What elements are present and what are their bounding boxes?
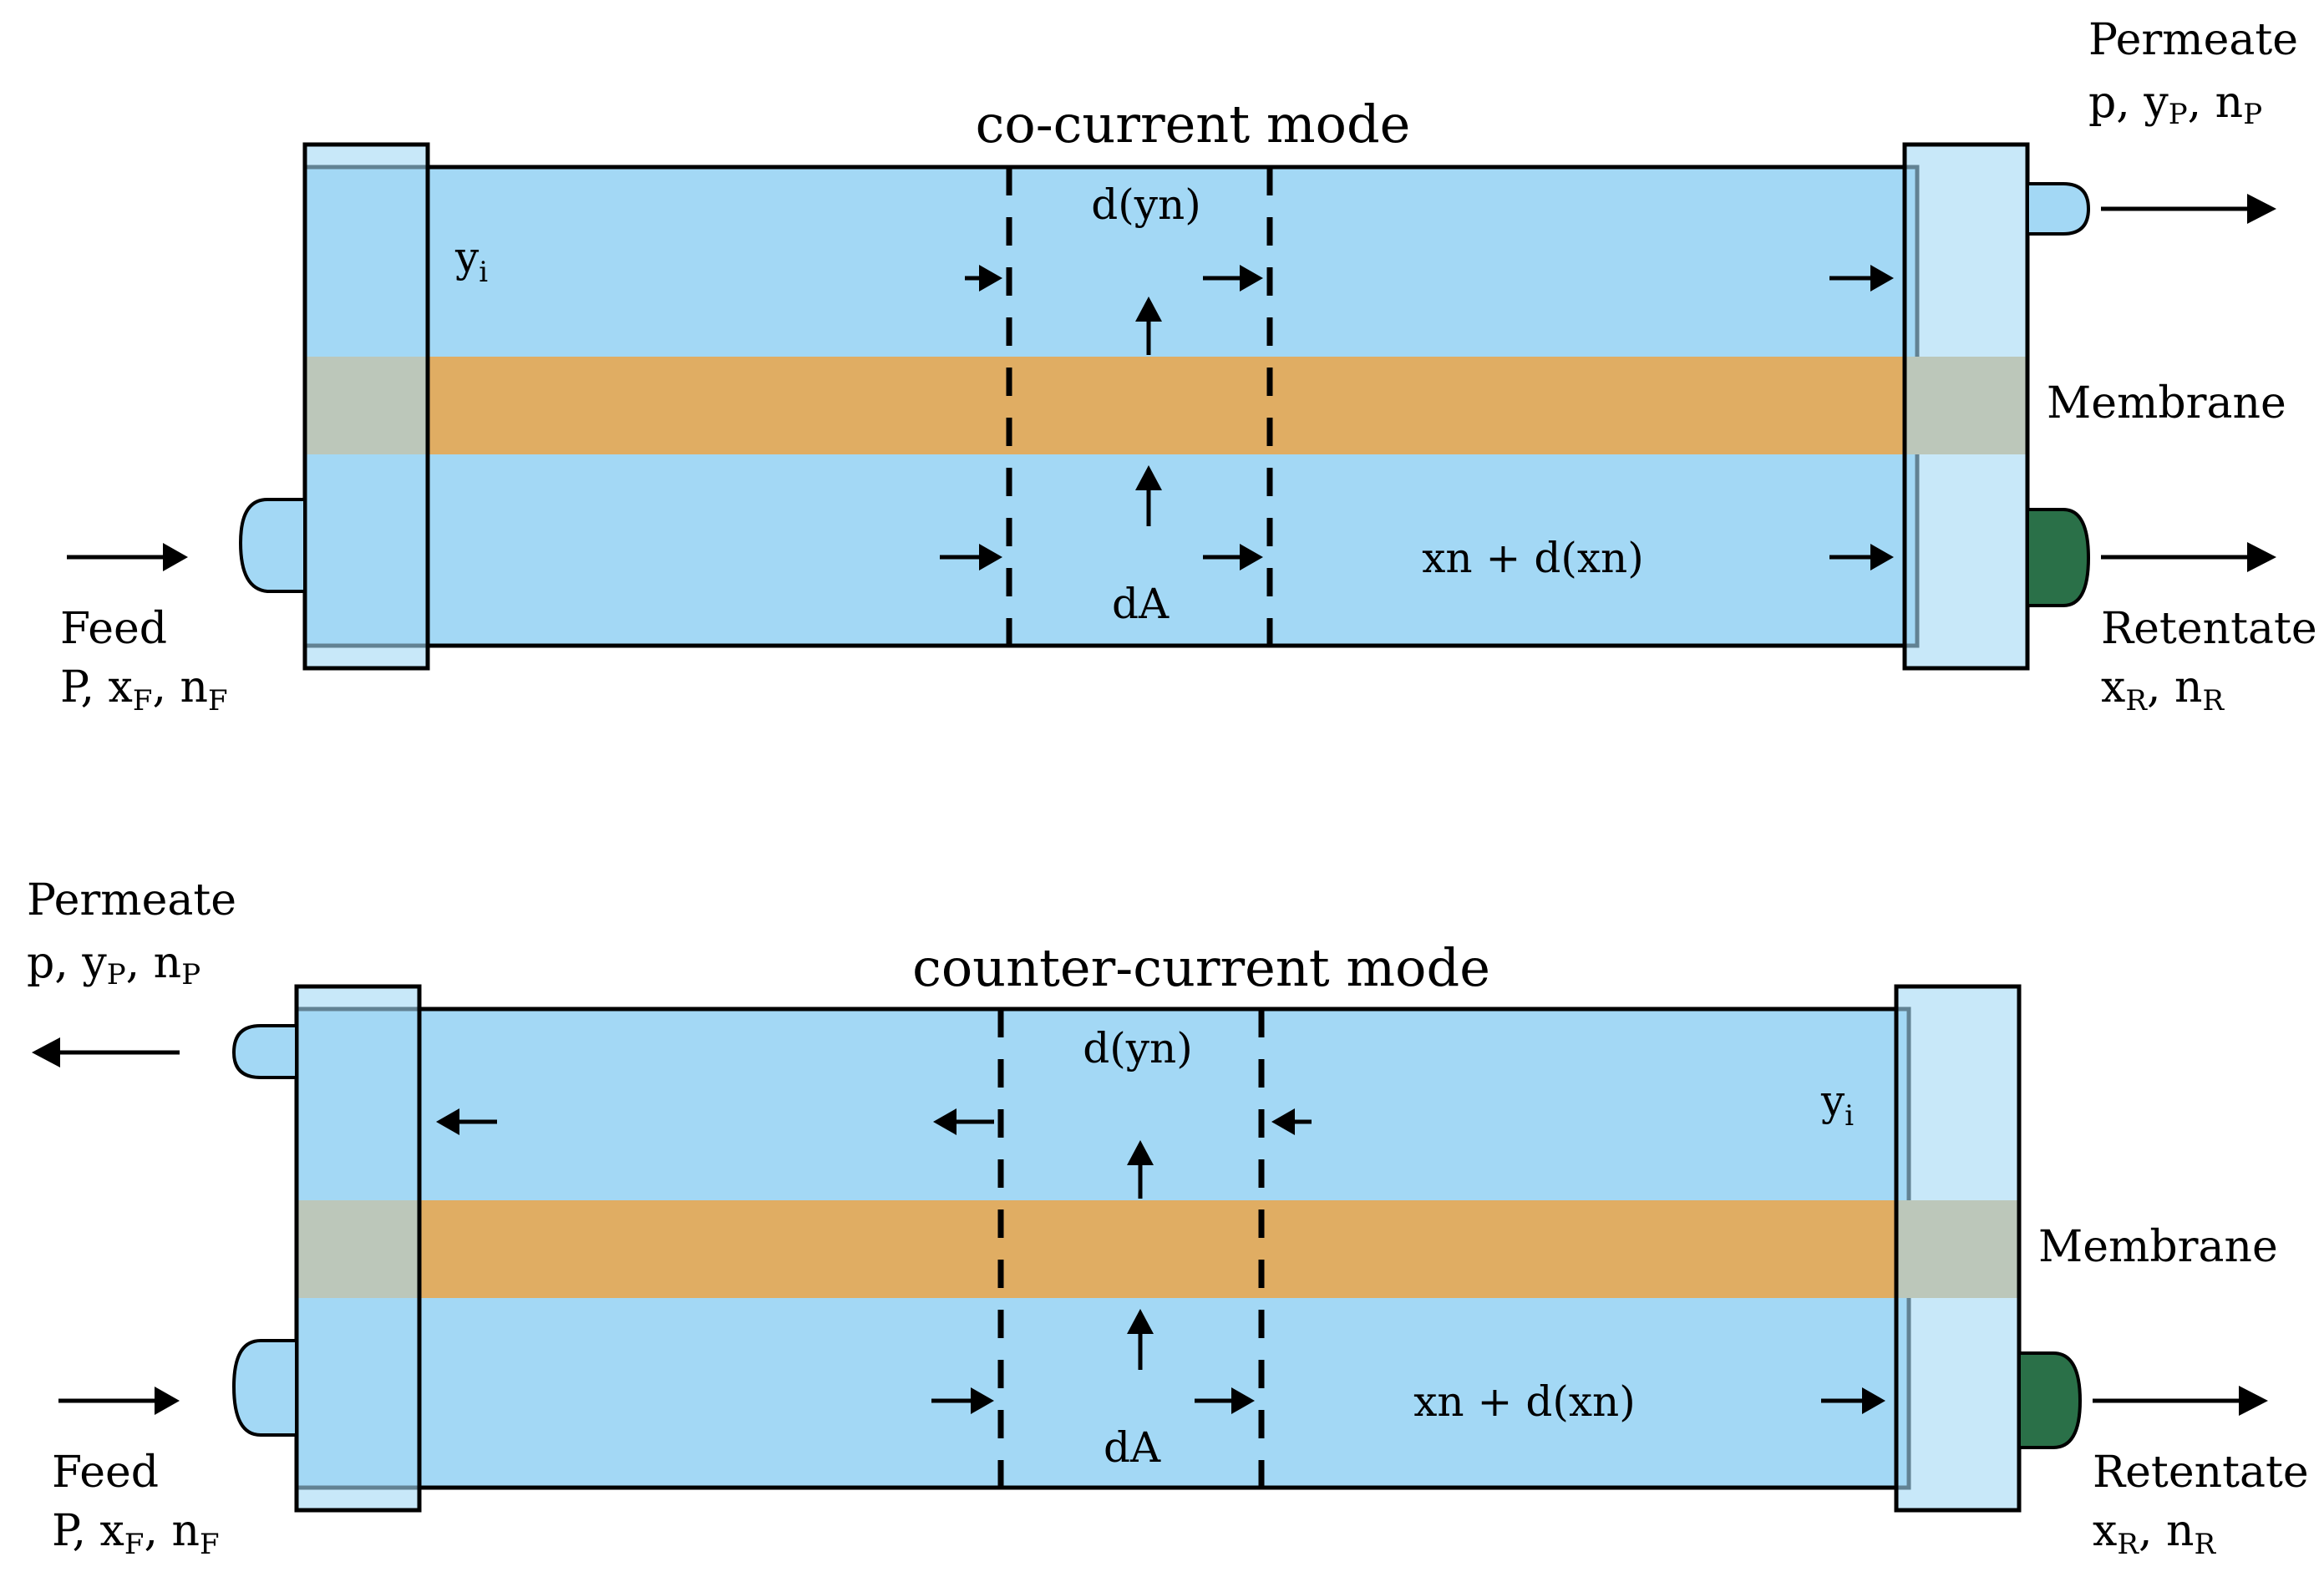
- cc-flux-head-up-top: [1127, 1140, 1154, 1165]
- co-feed-flow-head-2: [1240, 544, 1263, 570]
- cc-permeate-out-arrowhead: [32, 1037, 60, 1067]
- co-right-endcap: [1902, 142, 2030, 671]
- co-retentate-label: Retentate: [2101, 604, 2317, 654]
- co-feed-port: [238, 498, 307, 593]
- co-permeate-vars: p, yP, nP: [2088, 78, 2262, 131]
- cc-feed-label: Feed: [52, 1448, 159, 1498]
- cc-retentate-label: Retentate: [2093, 1448, 2309, 1498]
- co-permeate-label: Permeate: [2088, 15, 2298, 65]
- co-left-endcap: [302, 142, 430, 671]
- cc-xn-label: xn + d(xn): [1413, 1377, 1636, 1426]
- co-xn-label: xn + d(xn): [1422, 534, 1644, 582]
- cc-perm-flow-head-3: [1271, 1108, 1295, 1135]
- co-membrane-label: Membrane: [2047, 378, 2286, 428]
- cc-permeate-label: Permeate: [27, 875, 236, 925]
- cc-right-endcap: [1894, 984, 2022, 1513]
- cc-feed-port: [231, 1339, 298, 1437]
- co-feed-vars: P, xF, nF: [60, 662, 228, 718]
- co-arrows: [67, 194, 2276, 572]
- co-perm-flow-head-2: [1240, 265, 1263, 292]
- co-feed-arrowhead: [163, 543, 188, 571]
- cc-flux-head-up-bottom: [1127, 1309, 1154, 1334]
- cc-retentate-vars: xR, nR: [2093, 1506, 2217, 1561]
- cc-feed-vars: P, xF, nF: [52, 1506, 220, 1561]
- cc-permeate-vars: p, yP, nP: [27, 938, 200, 991]
- cc-perm-flow-head-1: [436, 1108, 459, 1135]
- co-dA-label: dA: [1112, 580, 1170, 628]
- co-feed-label: Feed: [60, 604, 167, 654]
- cc-membrane-label: Membrane: [2038, 1222, 2278, 1272]
- cc-arrows: [32, 1037, 2268, 1416]
- co-perm-flow-head-1: [979, 265, 1002, 292]
- cc-perm-flow-head-2: [933, 1108, 956, 1135]
- co-flux-head-up-bottom: [1135, 465, 1162, 490]
- co-retentate-port: [2026, 508, 2091, 607]
- cc-feed-flow-head-1: [971, 1387, 994, 1414]
- co-retentate-out-arrowhead: [2247, 542, 2276, 572]
- cc-title: counter-current mode: [912, 937, 1490, 998]
- co-membrane: [305, 357, 2026, 454]
- co-permeate-out-arrowhead: [2247, 194, 2276, 224]
- co-dyn-label: d(yn): [1091, 180, 1200, 229]
- co-feed-flow-head-3: [1870, 544, 1894, 570]
- co-yi-label: yi: [454, 233, 488, 289]
- cc-retentate-out-arrowhead: [2239, 1386, 2268, 1416]
- cc-retentate-port: [2017, 1351, 2083, 1449]
- cc-membrane: [297, 1200, 2017, 1298]
- cc-yi-label: yi: [1820, 1077, 1854, 1133]
- co-current-module: co-current mode Permeate p, yP, nP yi d(…: [60, 15, 2317, 718]
- co-feed-flow-head-1: [979, 544, 1002, 570]
- co-title: co-current mode: [976, 94, 1411, 155]
- co-retentate-vars: xR, nR: [2101, 662, 2225, 718]
- cc-permeate-port: [231, 1024, 298, 1079]
- cc-feed-arrowhead: [155, 1387, 180, 1415]
- cc-dA-label: dA: [1104, 1423, 1161, 1472]
- counter-current-module: counter-current mode Permeate p, yP, nP …: [27, 875, 2309, 1561]
- cc-feed-flow-head-3: [1862, 1387, 1885, 1414]
- co-perm-flow-head-3: [1870, 265, 1894, 292]
- cc-left-endcap: [294, 984, 422, 1513]
- co-permeate-port: [2026, 182, 2091, 236]
- cc-dyn-label: d(yn): [1083, 1024, 1192, 1072]
- cc-feed-flow-head-2: [1231, 1387, 1255, 1414]
- co-flux-head-up-top: [1135, 297, 1162, 322]
